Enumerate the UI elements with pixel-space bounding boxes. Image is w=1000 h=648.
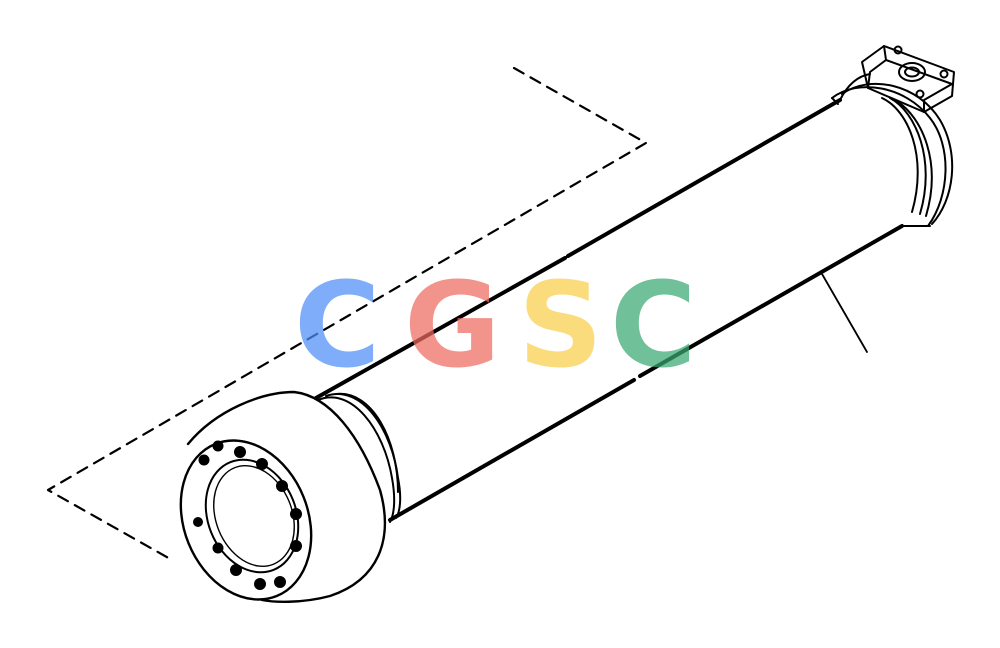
block-port-hole (898, 62, 926, 82)
bolt-hole (290, 508, 302, 520)
flange-bore (204, 458, 300, 574)
bolt-hole (274, 576, 286, 588)
block-bolt-hole (939, 69, 949, 79)
bolt-hole (254, 578, 266, 590)
bolt-hole (234, 446, 246, 458)
rear-mounting-block (839, 45, 955, 113)
bolt-hole (230, 564, 242, 576)
flange-face-outer (179, 439, 313, 601)
bolt-hole (193, 517, 203, 527)
block-bolt-hole (893, 45, 903, 55)
bolt-hole (212, 542, 224, 554)
block-bolt-hole (915, 89, 925, 99)
tube-bottom-edge (388, 224, 904, 522)
bolt-hole (276, 480, 288, 492)
part-leader-line (821, 273, 868, 353)
front-flange (179, 390, 387, 603)
tube-top-edge (314, 98, 842, 400)
dashed-reference-outline (46, 66, 648, 562)
front-neck-rings (317, 392, 402, 523)
bolt-hole (212, 440, 224, 452)
bolt-hole (256, 458, 268, 470)
rear-end-neck (831, 82, 954, 227)
bolt-hole (290, 540, 302, 552)
bolt-hole (198, 454, 210, 466)
flange-bolt-holes (193, 440, 302, 590)
